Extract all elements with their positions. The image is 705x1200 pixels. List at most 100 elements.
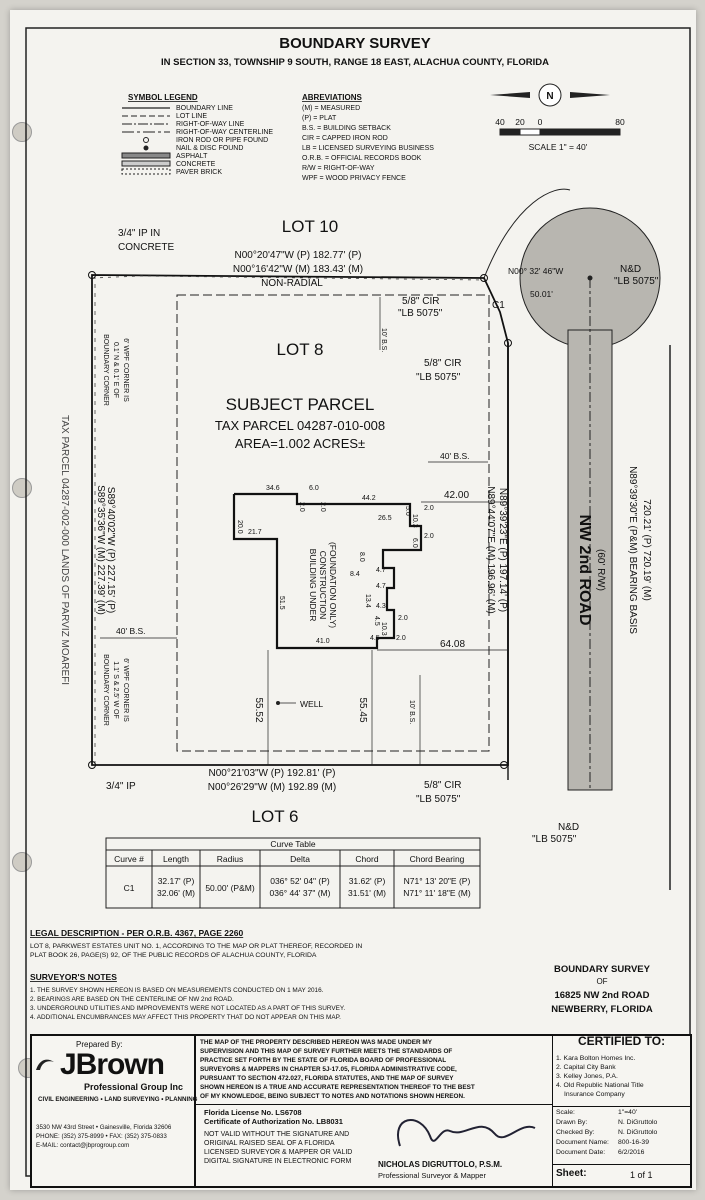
divider (194, 1036, 196, 1186)
certification-line: THE MAP OF THE PROPERTY DESCRIBED HEREON… (200, 1039, 432, 1046)
seal-notice-line: ORIGINAL RAISED SEAL OF A FLORIDA (204, 1140, 335, 1147)
dim-label: 20.0 (236, 520, 243, 534)
cul-de-sac-distance: 50.01' (530, 289, 553, 299)
ip-bottom-label: 3/4" IP (106, 781, 136, 792)
dim-label: 2.0 (398, 615, 408, 622)
company-sub: Professional Group Inc (84, 1082, 184, 1092)
cir-mid-label: 5/8" CIR (424, 358, 461, 369)
surveyor-note: 2. BEARINGS ARE BASED ON THE CENTERLINE … (30, 996, 234, 1003)
curve-table-cell: 31.62' (P) (349, 876, 386, 886)
company-address: 3530 NW 43rd Street • Gainesville, Flori… (36, 1124, 172, 1131)
north-label: N (546, 91, 553, 102)
dim-label: 6.0 (309, 485, 319, 492)
south-line-measured: N00°26'29"W (M) 192.89 (M) (208, 782, 336, 793)
curve-table-header: Chord (355, 854, 378, 864)
offset-5552: 55.52 (253, 697, 264, 722)
fence-note-bottom: 6' WPF CORNER IS (122, 658, 129, 722)
building-label: BUILDING UNDER (308, 549, 318, 622)
south-line-plat: N00°21'03"W (P) 192.81' (P) (209, 768, 336, 779)
survey-sheet: BOUNDARY SURVEY IN SECTION 33, TOWNSHIP … (10, 10, 696, 1190)
abbreviation-item: (P) = PLAT (302, 115, 337, 122)
north-line-measured: N00°16'42"W (M) 183.43' (M) (233, 264, 363, 275)
title-block-label: Scale: (556, 1109, 575, 1116)
curve-table-cell: 50.00' (P&M) (205, 883, 255, 893)
curve-table-cell: 32.17' (P) (158, 876, 195, 886)
scale-bar (499, 128, 621, 136)
legend-item: BOUNDARY LINE (176, 105, 233, 112)
lot-8-label: LOT 8 (277, 340, 324, 359)
survey-drawing: BOUNDARY SURVEY IN SECTION 33, TOWNSHIP … (25, 27, 691, 1177)
legend-item: LOT LINE (176, 113, 207, 120)
ip-concrete-label: 3/4" IP IN (118, 228, 160, 239)
curve-table-title: Curve Table (270, 839, 315, 849)
dim-label: 2.0 (424, 505, 434, 512)
company-services: CIVIL ENGINEERING • LAND SURVEYING • PLA… (38, 1096, 198, 1103)
cir-top-lb: "LB 5075" (398, 308, 443, 319)
seal-notice-line: NOT VALID WITHOUT THE SIGNATURE AND (204, 1131, 350, 1138)
surveyor-note: 4. ADDITIONAL ENCUMBRANCES MAY AFFECT TH… (30, 1014, 341, 1021)
certified-to-item: 1. Kara Bolton Homes Inc. (556, 1055, 636, 1062)
abbreviation-item: LB = LICENSED SURVEYING BUSINESS (302, 145, 434, 152)
curve-table-header: Delta (290, 854, 310, 864)
cir-bottom-lb: "LB 5075" (416, 794, 461, 805)
scale-label: SCALE 1" = 40' (529, 142, 588, 152)
title-block-row: Document Date:6/2/2016 (556, 1148, 688, 1158)
offset-42: 42.00 (444, 490, 469, 501)
dim-label: 2.0 (298, 502, 305, 512)
title-block-label: Document Name: (556, 1139, 609, 1146)
scale-tick: 20 (515, 117, 525, 127)
dim-label: 2.0 (396, 635, 406, 642)
road-width: (60' R/W) (595, 549, 606, 591)
dim-label: 4.5 (370, 635, 380, 642)
curve-table-cell: 036° 44' 37" (M) (270, 888, 331, 898)
title-block-value: 800-16-39 (618, 1139, 649, 1146)
road-distance: 720.21' (P) 720.19' (M) (641, 499, 652, 601)
surveyor-title: Professional Surveyor & Mapper (378, 1171, 486, 1180)
certification-line: PURSUANT TO SECTION 472.027, FLORIDA STA… (200, 1075, 454, 1082)
dim-label: 4.7 (376, 583, 386, 590)
dim-label: 13.4 (364, 594, 371, 608)
legend-item: CONCRETE (176, 161, 216, 168)
symbol-legend-heading: SYMBOL LEGEND (128, 93, 198, 102)
abbreviations-heading: ABREVIATIONS (302, 93, 363, 102)
west-line-measured: S89°35'36"W (M) 227.39' (M) (95, 485, 106, 615)
curve-table-cell: 32.06' (M) (157, 888, 195, 898)
curve-table-header: Radius (217, 854, 243, 864)
certified-to-item: 4. Old Republic National Title (556, 1082, 644, 1089)
abbreviation-item: CIR = CAPPED IRON ROD (302, 135, 388, 142)
title-block-label: Checked By: (556, 1129, 595, 1136)
building-setback-line (176, 294, 490, 752)
abbreviation-item: R/W = RIGHT-OF-WAY (302, 165, 375, 172)
survey-of-of: OF (596, 977, 607, 986)
nd-top-label: N&D (620, 264, 641, 275)
title-block-row: Document Name: 800-16-39 (556, 1138, 688, 1148)
dim-label: 10.3 (380, 622, 387, 636)
surveyor-notes-heading: SURVEYOR'S NOTES (30, 972, 117, 982)
dim-label: 5.0 (404, 506, 411, 516)
dim-label: 34.6 (266, 485, 280, 492)
iron-rod-icon (504, 339, 512, 347)
dim-label: 8.4 (350, 571, 360, 578)
divider (552, 1164, 690, 1165)
curve-table-cell: 036° 52' 04" (P) (270, 876, 330, 886)
company-phone: PHONE: (352) 375-8999 • FAX: (352) 375-0… (36, 1133, 167, 1140)
lot-6-label: LOT 6 (252, 807, 299, 826)
certification-line: SURVEYORS & MAPPERS IN CHAPTER 5J-17.05,… (200, 1066, 457, 1073)
building-label: CONSTRUCTION (318, 551, 328, 619)
dim-label: 4.5 (373, 616, 380, 626)
north-arrow-icon (490, 83, 610, 107)
title-block-value: 1"=40' (618, 1109, 638, 1116)
cir-mid-lb: "LB 5075" (416, 372, 461, 383)
nd-bottom-lb: "LB 5075" (532, 834, 577, 845)
curve-table (105, 837, 481, 909)
company-logo-icon (34, 1054, 54, 1074)
seal-notice: NOT VALID WITHOUT THE SIGNATURE AND ORIG… (204, 1130, 352, 1166)
offset-5545: 55.45 (357, 697, 368, 722)
certification-line: SUPERVISION AND THIS MAP OF SURVEY FURTH… (200, 1048, 453, 1055)
certification-line: SHOWN HEREON IS A TRUE AND ACCURATE REPR… (200, 1084, 475, 1091)
survey-of-address: 16825 NW 2nd ROAD (554, 990, 649, 1001)
binder-hole (12, 852, 32, 872)
legal-description-heading: LEGAL DESCRIPTION - PER O.R.B. 4367, PAG… (30, 928, 243, 938)
right-of-way-line (483, 188, 571, 279)
legend-item: ASPHALT (176, 153, 208, 160)
